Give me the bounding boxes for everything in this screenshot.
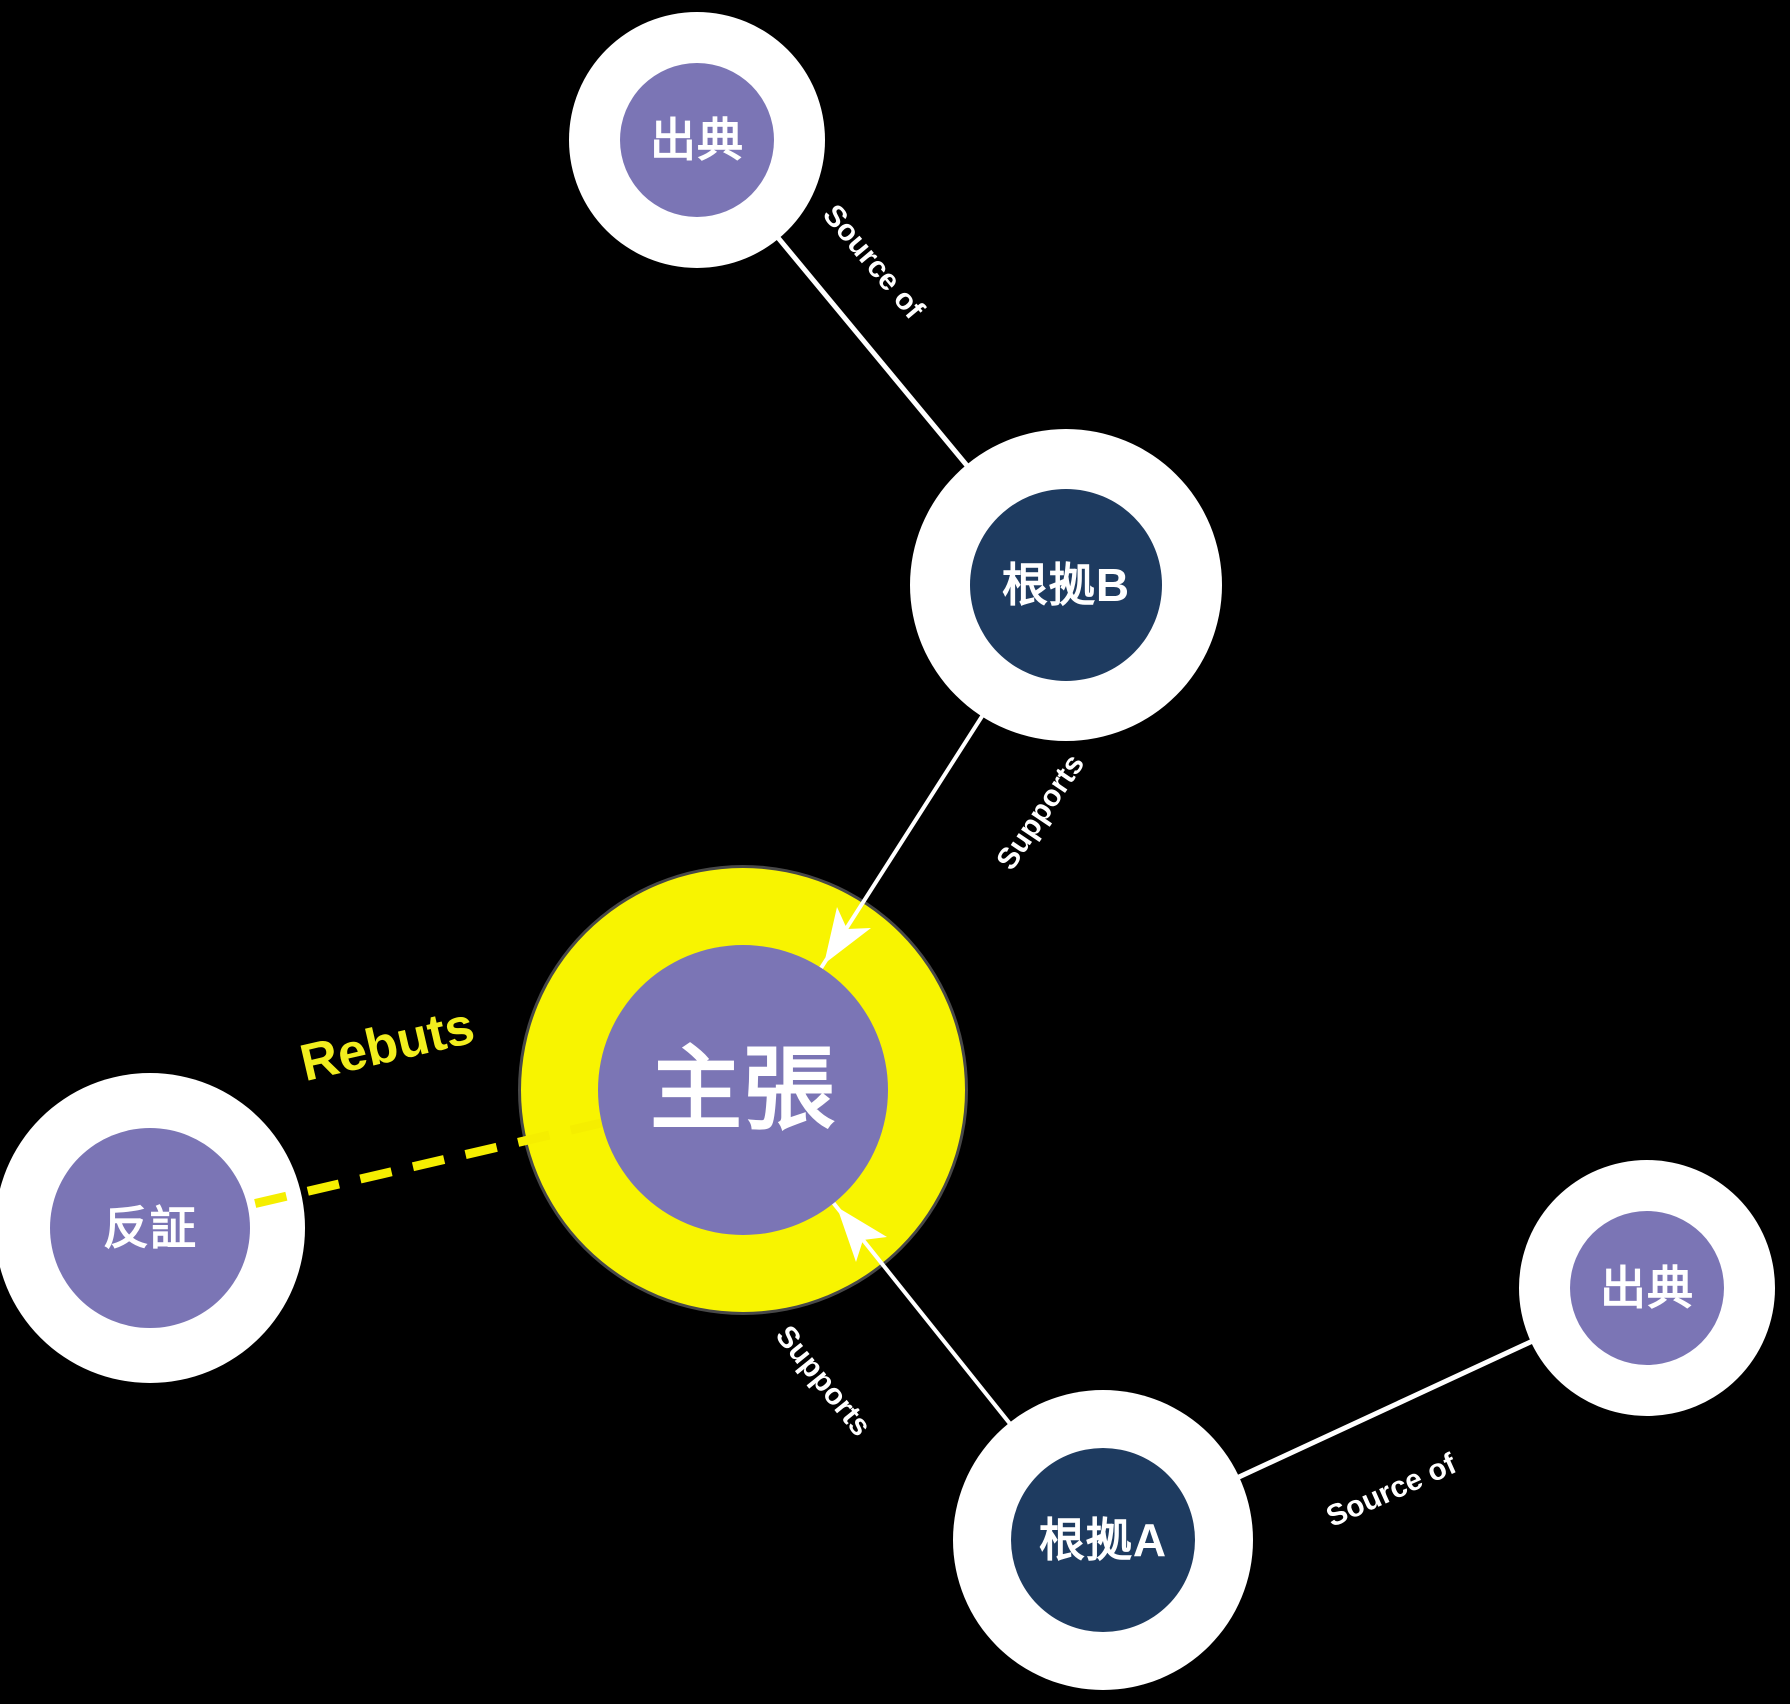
- node-source-top-label: 出典: [650, 114, 744, 166]
- arrowhead-evidence-b-to-claim-icon: [824, 907, 871, 964]
- node-source-right[interactable]: 出典: [1570, 1211, 1724, 1365]
- node-claim-label: 主張: [649, 1039, 836, 1141]
- node-evidence-b[interactable]: 根拠B: [970, 489, 1162, 681]
- node-evidence-a-label: 根拠A: [1038, 1514, 1168, 1566]
- arrowhead-evidence-a-to-claim-icon: [837, 1207, 887, 1262]
- edge-evidence-a-to-source-right[interactable]: [1101, 1285, 1649, 1543]
- node-rebuttal-label: 反証: [103, 1202, 197, 1254]
- node-evidence-b-label: 根拠B: [1001, 559, 1131, 611]
- node-source-right-label: 出典: [1600, 1262, 1694, 1314]
- node-claim[interactable]: 主張: [598, 945, 888, 1235]
- node-source-top[interactable]: 出典: [620, 63, 774, 217]
- node-rebuttal[interactable]: 反証: [50, 1128, 250, 1328]
- node-evidence-a[interactable]: 根拠A: [1011, 1448, 1195, 1632]
